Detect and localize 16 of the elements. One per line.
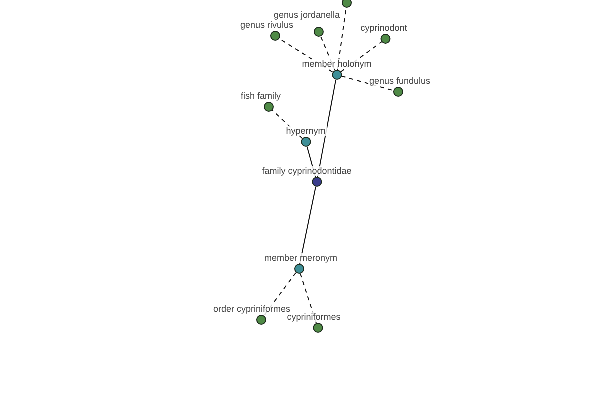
node-label: cypriniformes	[286, 312, 342, 322]
connector-line	[272, 110, 303, 140]
node-label: hypernym	[285, 126, 327, 136]
connector-line	[263, 272, 297, 316]
node-label: family cyprinodontidae	[261, 166, 353, 176]
connector-line	[341, 76, 394, 92]
node-label: genus fundulus	[368, 76, 432, 86]
node-label: genus rivulus	[239, 20, 295, 30]
node-label: member holonym	[301, 59, 373, 69]
node-label: member meronym	[264, 253, 338, 263]
connector-line	[300, 186, 316, 265]
node-label: cyprinodont	[360, 23, 408, 33]
node-label: order cypriniformes	[212, 304, 292, 314]
node-label: fish family	[240, 91, 282, 101]
connector-line	[300, 273, 317, 324]
node-label: genus jordanella	[272, 10, 342, 20]
